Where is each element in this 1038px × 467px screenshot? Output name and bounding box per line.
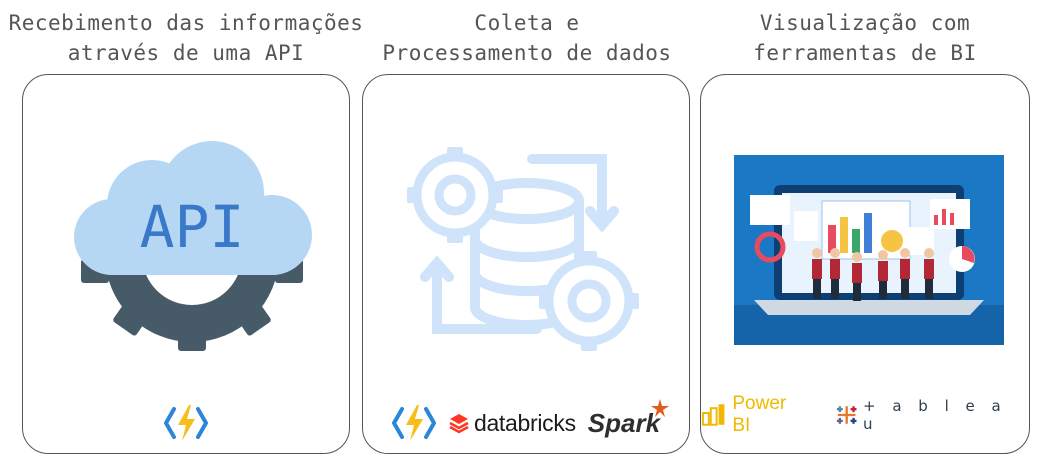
tableau-icon	[836, 406, 857, 424]
step-1-title-line1: Recebimento das informações	[8, 11, 364, 35]
databricks-label: databricks	[473, 409, 576, 436]
api-label: API	[140, 193, 245, 261]
step-2-title: Coleta e Processamento de dados	[362, 8, 692, 68]
step-3-title-line2: ferramentas de BI	[753, 41, 977, 65]
arrow-bottom-icon	[432, 262, 542, 334]
databricks-icon	[449, 414, 469, 434]
step-1-title: Recebimento das informações através de u…	[0, 8, 372, 68]
panel-processing-logos: databricks Spark	[363, 398, 689, 443]
power-bi-icon	[701, 404, 725, 426]
panel-bi: Power BI + a b l e a u	[700, 74, 1030, 454]
bi-dashboard-illustration	[734, 155, 1004, 345]
gear-top-left-icon	[412, 152, 498, 238]
gear-icon	[81, 255, 303, 351]
panel-processing: databricks Spark	[362, 74, 690, 454]
panel-api-logos	[23, 403, 349, 443]
step-2-title-line2: Processamento de dados	[382, 41, 672, 65]
panel-api: API	[22, 74, 350, 454]
power-bi-label: Power BI	[732, 393, 787, 436]
panel-bi-logos: Power BI + a b l e a u	[701, 393, 1029, 437]
data-processing-icon	[407, 147, 639, 351]
power-bi-logo: Power BI	[701, 393, 808, 437]
step-3-title: Visualização com ferramentas de BI	[700, 8, 1030, 68]
step-2-title-line1: Coleta e	[474, 11, 580, 35]
tableau-logo: + a b l e a u	[834, 397, 1029, 433]
api-cloud-gear-icon: API	[74, 141, 312, 351]
step-3-title-line1: Visualização com	[759, 11, 971, 35]
tableau-label: + a b l e a u	[862, 397, 1007, 433]
step-1-title-line2: através de uma API	[67, 41, 305, 65]
cloud-icon	[74, 141, 312, 275]
spark-star-icon	[651, 398, 670, 417]
databricks-logo: databricks	[448, 410, 576, 437]
gear-bottom-right-icon	[544, 256, 634, 346]
spark-label: Spark	[587, 407, 661, 438]
arrow-top-icon	[527, 154, 607, 226]
azure-functions-icon	[391, 405, 436, 441]
azure-functions-icon	[164, 405, 208, 441]
spark-logo: Spark	[587, 398, 670, 439]
